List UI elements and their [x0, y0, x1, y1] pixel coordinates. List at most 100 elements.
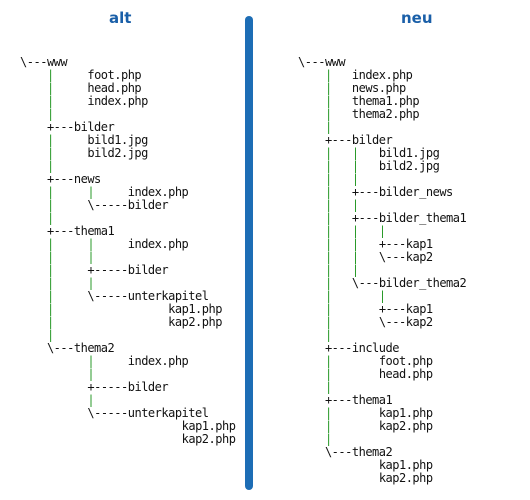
tree-entry-name: bilder [351, 133, 393, 147]
tree-entry: | +---bilder_news [298, 186, 466, 199]
tree-entry-name: kap1.php [378, 406, 433, 420]
tree-connector: | [46, 107, 54, 121]
tree-entry: | | bild2.jpg [298, 160, 466, 173]
tree-entry: | \-----bilder [20, 199, 235, 212]
tree-connector: | [324, 68, 332, 82]
tree-entry-name: bilder_news [378, 185, 453, 199]
tree-entry: +---thema1 [20, 225, 235, 238]
tree-connector: | [324, 354, 332, 368]
tree-connector: +----- [87, 380, 128, 394]
tree-entry-name: index.php [87, 94, 148, 108]
tree-entry-name: bilder [127, 198, 169, 212]
old-directory-tree: \---www | foot.php | head.php | index.ph… [20, 55, 236, 446]
tree-entry-name: head.php [378, 367, 433, 381]
tree-connector: | | [46, 185, 95, 199]
tree-entry: \---www [298, 56, 466, 69]
tree-connector: | [324, 367, 332, 381]
tree-entry: | | index.php [20, 186, 235, 199]
tree-entry-name: thema2.php [351, 107, 420, 121]
tree-entry: | foot.php [298, 355, 466, 368]
tree-entry: +---news [20, 173, 235, 186]
tree-entry: | | \---kap2 [298, 251, 466, 264]
tree-entry: +---thema1 [298, 394, 466, 407]
tree-entry: | \---bilder_thema2 [298, 276, 467, 290]
tree-connector-line: | [20, 368, 235, 381]
tree-connector: \--- [298, 55, 325, 69]
tree-entry: +---bilder [298, 134, 466, 147]
tree-entry: | | bild1.jpg [298, 147, 466, 160]
tree-entry-name: kap1.php [168, 302, 222, 316]
tree-entry: | | index.php [20, 238, 235, 251]
tree-entry-name: bild2.jpg [87, 146, 148, 160]
tree-entry: \---thema2 [298, 446, 466, 459]
tree-entry: | kap2.php [20, 316, 235, 329]
tree-connector: | [46, 146, 54, 160]
tree-connector: | [324, 120, 332, 134]
tree-connector: | | [324, 172, 359, 186]
tree-connector: | [87, 393, 95, 407]
tree-entry-name: www [324, 55, 346, 69]
tree-entry-name: foot.php [378, 354, 433, 368]
tree-entry: kap1.php [298, 459, 466, 472]
tree-connector-line: | | [298, 199, 466, 212]
tree-connector-line: | | [20, 277, 235, 290]
column-divider [245, 16, 253, 490]
tree-entry-name: kap2 [405, 315, 433, 329]
tree-entry: | news.php [298, 82, 466, 95]
tree-entry: | thema1.php [298, 95, 466, 108]
tree-entry: | kap1.php [298, 407, 466, 420]
old-structure-heading: alt [109, 9, 132, 27]
tree-entry: | \---kap2 [298, 316, 466, 329]
tree-connector: | [46, 81, 54, 95]
tree-entry-name: index.php [127, 354, 189, 368]
tree-connector: | [46, 211, 54, 225]
tree-entry-name: unterkapitel [127, 289, 209, 303]
tree-connector [298, 458, 379, 472]
tree-connector: | [46, 302, 54, 316]
tree-entry: | +---bilder_thema1 [298, 212, 467, 225]
tree-connector-line: | | [298, 173, 466, 186]
tree-entry-name: bilder [127, 263, 169, 277]
tree-connector: | [46, 94, 54, 108]
tree-connector: | [87, 367, 95, 381]
tree-entry: | index.php [298, 69, 466, 82]
tree-connector-line: | | [298, 290, 466, 303]
tree-entry: | index.php [20, 95, 235, 108]
tree-connector: +--- [324, 341, 352, 355]
tree-connector-line: | | [298, 264, 466, 277]
tree-entry-name: bild1.jpg [378, 146, 440, 160]
tree-connector: | | [324, 198, 359, 212]
tree-entry-name: include [351, 341, 400, 355]
tree-connector: | +--- [324, 185, 379, 199]
tree-connector: | \--- [324, 276, 379, 290]
tree-connector: | [46, 133, 54, 147]
tree-connector: | [324, 94, 332, 108]
tree-entry-name: www [46, 55, 68, 69]
tree-entry: \-----unterkapitel [20, 407, 235, 420]
tree-entry: | kap2.php [298, 420, 466, 433]
tree-entry: +-----bilder [20, 381, 235, 394]
tree-entry: | foot.php [20, 69, 235, 82]
tree-connector: | | [46, 276, 95, 290]
tree-entry-name: thema1.php [351, 94, 420, 108]
tree-connector-line: | [298, 329, 466, 342]
tree-entry: kap2.php [298, 472, 466, 485]
tree-connector: +--- [324, 393, 352, 407]
tree-connector: | [46, 159, 54, 173]
tree-entry-name: kap1.php [181, 419, 236, 433]
tree-entry: | \-----unterkapitel [20, 290, 235, 303]
tree-connector: | | [324, 263, 359, 277]
tree-connector: | [87, 354, 95, 368]
tree-entry: | head.php [20, 82, 235, 95]
tree-connector-line: | [298, 121, 466, 134]
tree-connector: \----- [87, 406, 128, 420]
tree-connector-line: | [20, 329, 235, 342]
tree-entry-name: kap2.php [378, 419, 433, 433]
tree-entry-name: foot.php [87, 68, 142, 82]
tree-connector: | | \--- [324, 250, 406, 264]
tree-connector: | | [324, 159, 359, 173]
tree-connector: | | | [324, 224, 386, 238]
tree-entry: | head.php [298, 368, 466, 381]
tree-connector [298, 471, 379, 485]
new-structure-heading: neu [401, 9, 433, 27]
